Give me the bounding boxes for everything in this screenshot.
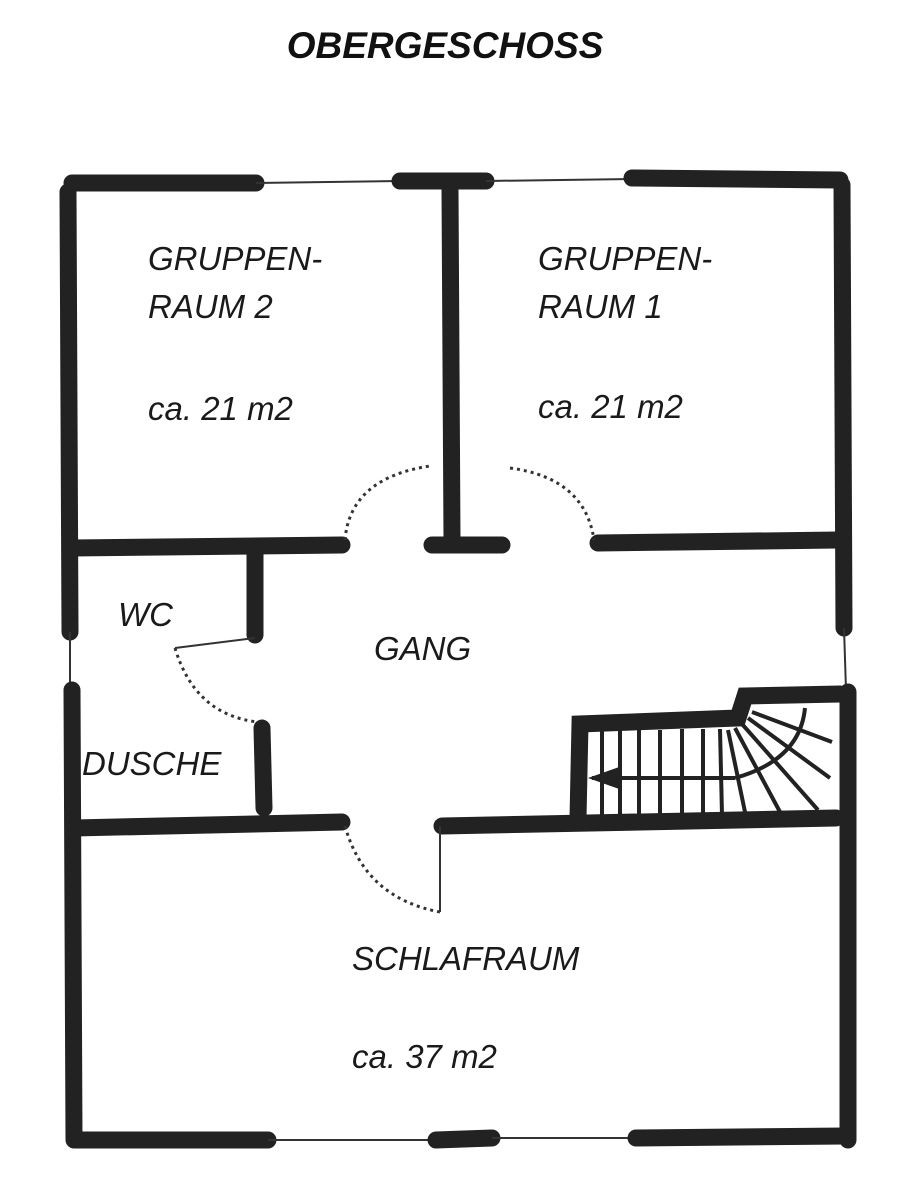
room-name-line2: RAUM 1 [538, 288, 663, 325]
room-name-line1: GRUPPEN- [148, 240, 322, 277]
room-gruppenraum-1: GRUPPEN- RAUM 1 ca. 21 m2 [538, 240, 712, 425]
room-area: ca. 37 m2 [352, 1038, 497, 1075]
floor-title: OBERGESCHOSS [287, 25, 604, 66]
room-name: SCHLAFRAUM [352, 940, 580, 977]
room-name-line1: GRUPPEN- [538, 240, 712, 277]
room-area: ca. 21 m2 [538, 388, 683, 425]
room-area: ca. 21 m2 [148, 390, 293, 427]
door-swings [173, 464, 596, 914]
staircase [569, 685, 849, 827]
room-gang: GANG [374, 630, 471, 667]
room-wc: WC [118, 596, 174, 633]
stair-direction-arrow-icon [588, 766, 622, 790]
room-gruppenraum-2: GRUPPEN- RAUM 2 ca. 21 m2 [148, 240, 322, 427]
inner-walls [63, 181, 847, 912]
room-dusche: DUSCHE [82, 745, 222, 782]
outer-walls [59, 169, 857, 1149]
room-name-line2: RAUM 2 [148, 288, 273, 325]
room-schlafraum: SCHLAFRAUM ca. 37 m2 [352, 940, 580, 1075]
